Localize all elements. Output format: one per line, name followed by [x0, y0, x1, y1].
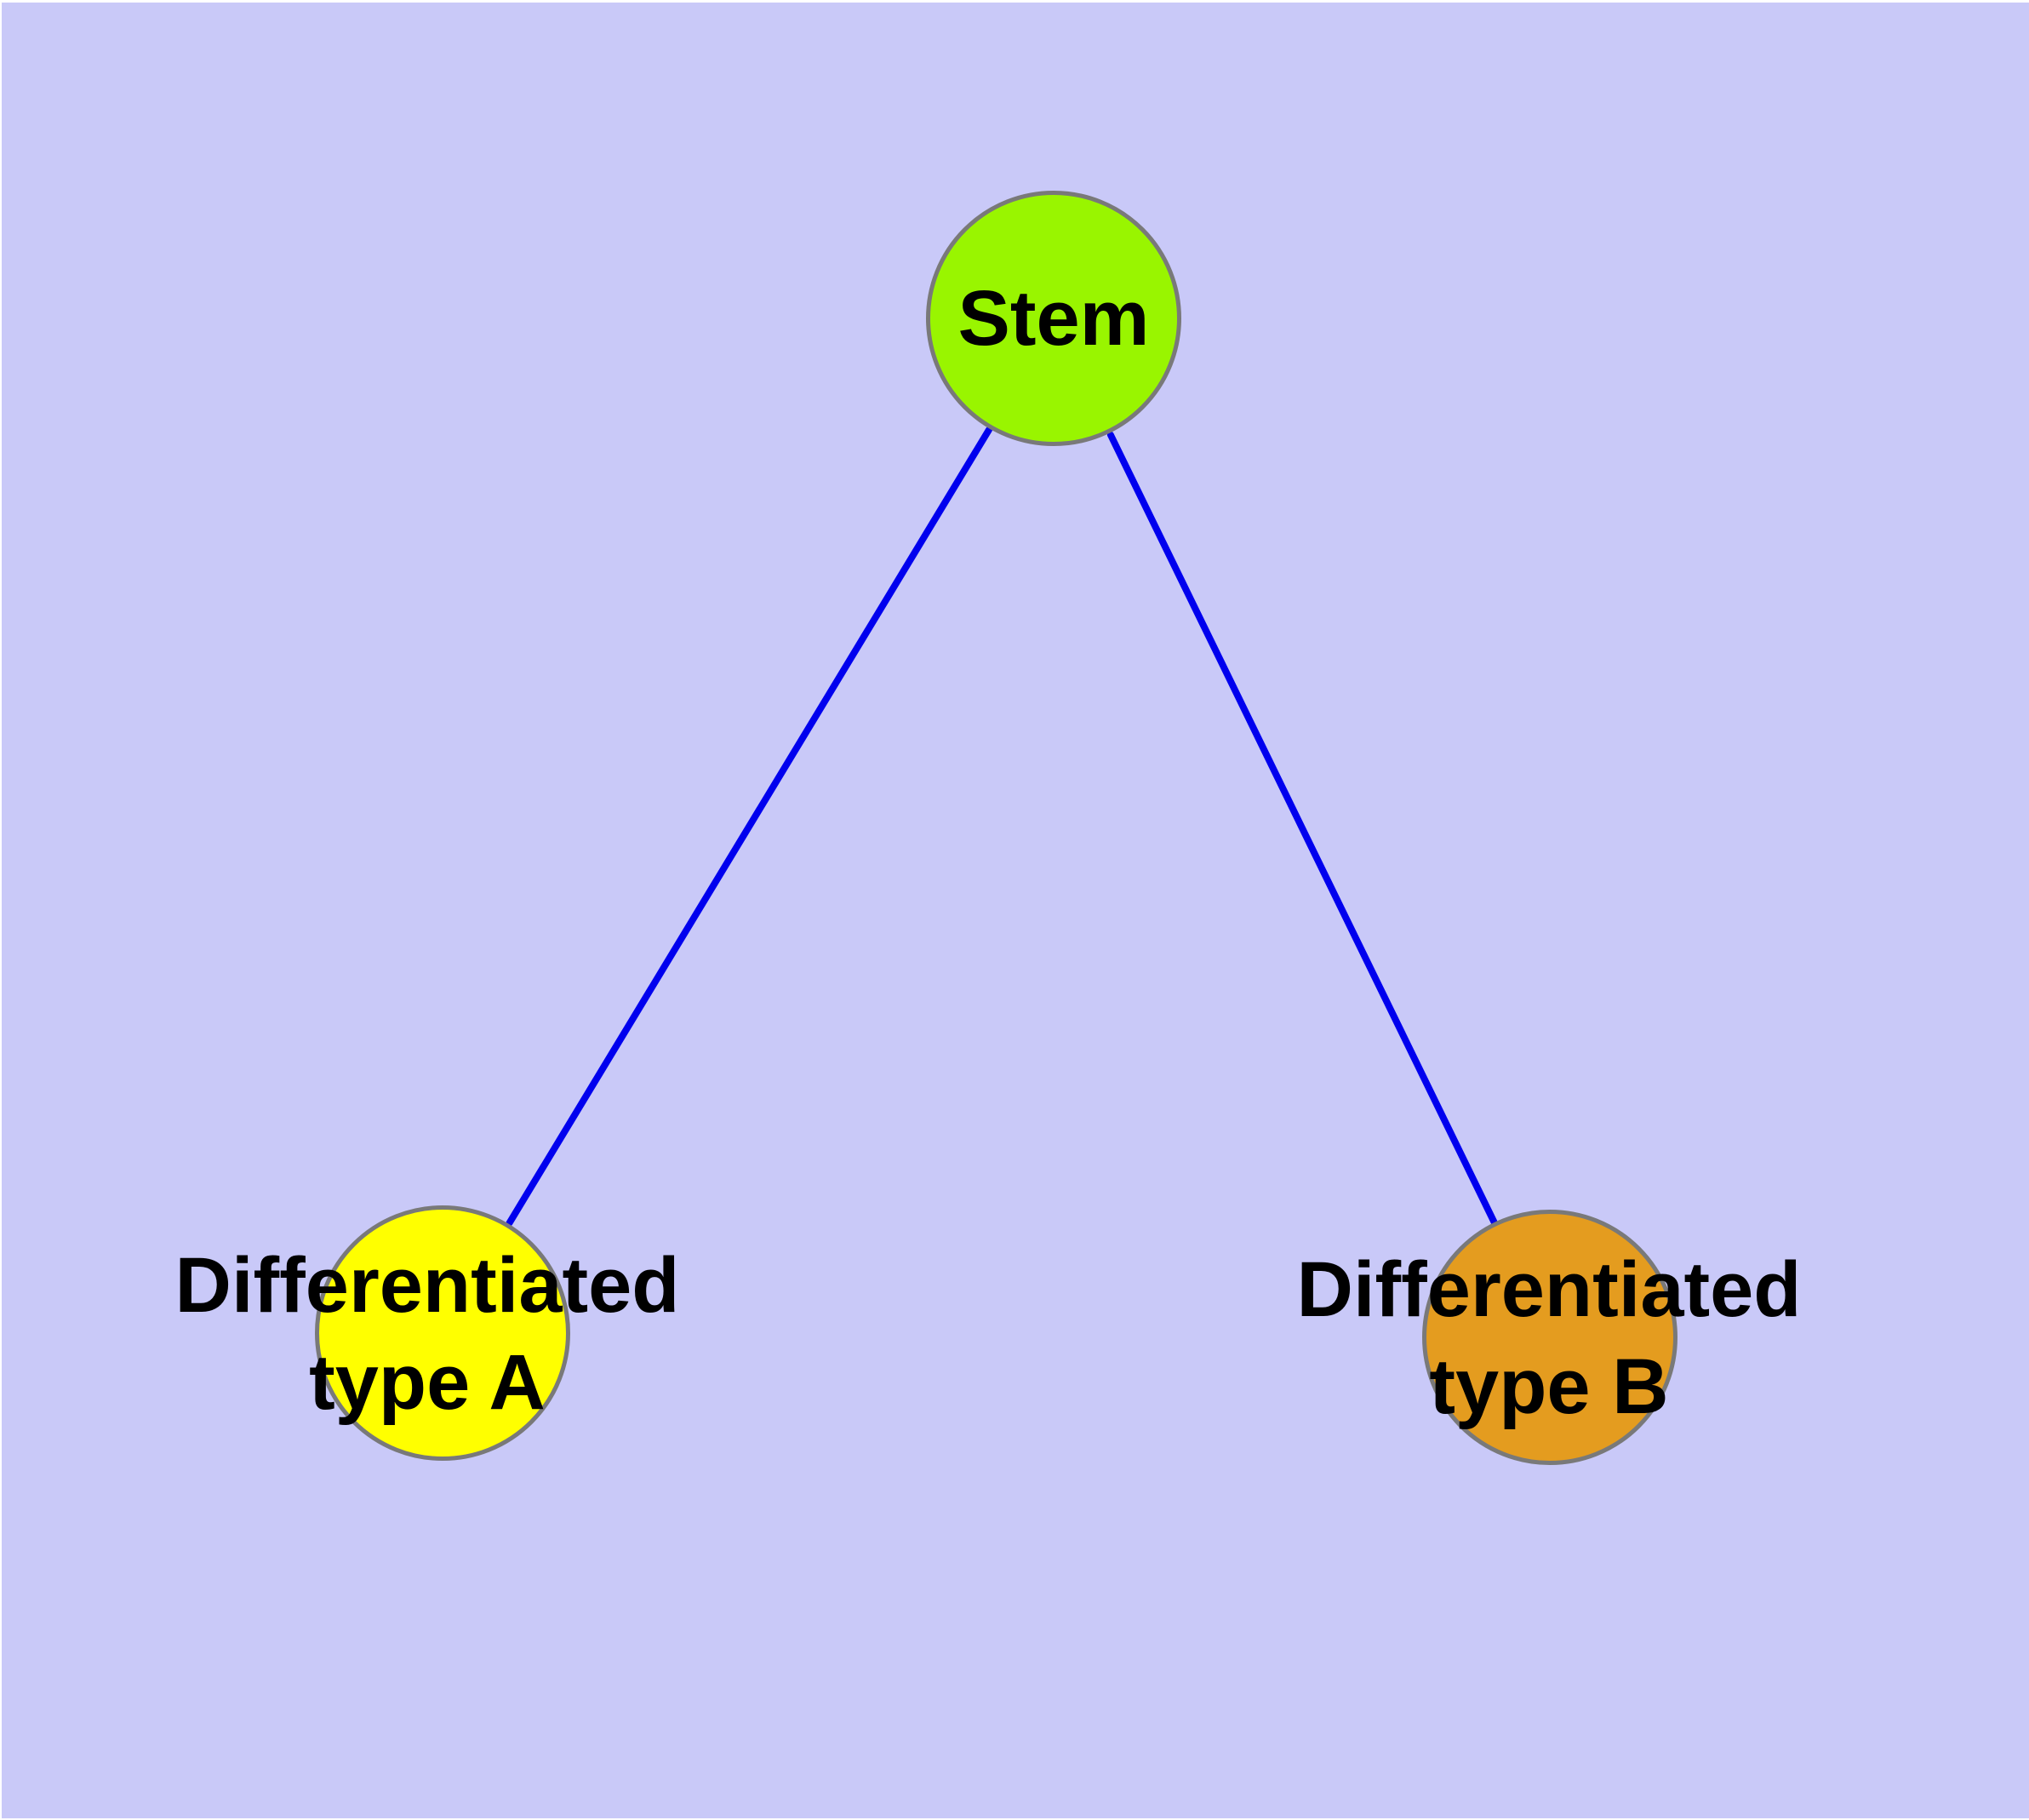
node-stem-label: Stem — [713, 270, 1394, 367]
node-differentiated-type-a-circle — [315, 1205, 570, 1461]
node-type-a-label-line-1: Differentiated — [174, 1242, 680, 1329]
diagram-canvas: Stem Differentiated type A Differentiate… — [2, 3, 2029, 1818]
node-differentiated-type-b-label: Differentiated type B — [1209, 1241, 1889, 1435]
node-stem-circle — [926, 191, 1181, 446]
node-type-b-label-line-1: Differentiated — [1296, 1246, 1802, 1333]
edge-stem-to-type-a — [506, 426, 993, 1227]
edge-stem-to-type-b — [1106, 431, 1498, 1226]
edge-layer — [506, 426, 1498, 1227]
node-differentiated-type-b-circle — [1422, 1210, 1677, 1465]
node-stem-label-text: Stem — [957, 275, 1150, 362]
node-type-a-label-line-2: type A — [309, 1339, 546, 1426]
node-type-b-label-line-2: type B — [1429, 1343, 1669, 1430]
node-differentiated-type-a-label: Differentiated type A — [87, 1237, 768, 1431]
